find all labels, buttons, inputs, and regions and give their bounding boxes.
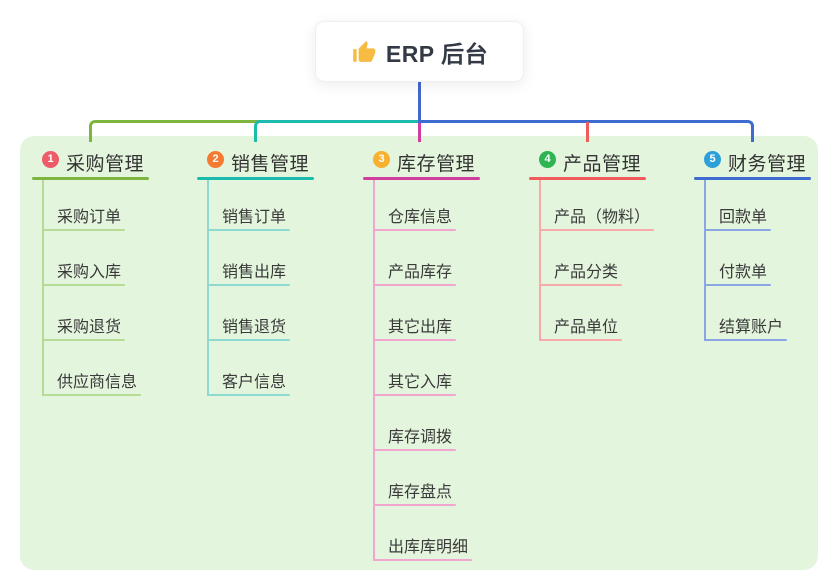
child-node[interactable]: 供应商信息 [42,372,141,396]
child-label: 采购入库 [57,263,122,281]
child-underline [704,284,771,286]
branch-badge: 5 [704,151,721,168]
child-label: 采购退货 [57,318,122,336]
child-label: 产品分类 [554,263,619,281]
child-node[interactable]: 出库库明细 [373,537,472,561]
child-underline [373,229,456,231]
child-node[interactable]: 采购入库 [42,262,125,286]
child-node[interactable]: 客户信息 [207,372,290,396]
child-node[interactable]: 其它出库 [373,317,456,341]
branch-underline [529,177,646,180]
branch-underline [32,177,149,180]
child-label: 供应商信息 [57,373,138,391]
child-node[interactable]: 回款单 [704,207,771,231]
branch-child-spine [704,180,706,341]
branch-title: 产品管理 [563,154,642,175]
child-label: 仓库信息 [388,208,453,226]
child-label: 出库库明细 [388,538,469,556]
child-label: 销售出库 [222,263,287,281]
child-underline [207,284,290,286]
branch-badge: 1 [42,151,59,168]
child-node[interactable]: 付款单 [704,262,771,286]
branch-header-3[interactable]: 3 库存管理 [363,146,480,180]
child-node[interactable]: 结算账户 [704,317,787,341]
group-background [20,136,818,570]
child-label: 回款单 [719,208,768,226]
root-label: ERP 后台 [385,40,489,67]
child-node[interactable]: 库存盘点 [373,482,456,506]
child-node[interactable]: 销售订单 [207,207,290,231]
child-underline [373,449,456,451]
branch-title: 采购管理 [66,154,145,175]
child-node[interactable]: 产品（物料） [539,207,654,231]
branch-title: 销售管理 [231,154,310,175]
child-underline [207,229,290,231]
child-underline [207,339,290,341]
child-label: 库存调拨 [388,428,453,446]
child-label: 销售订单 [222,208,287,226]
child-label: 客户信息 [222,373,287,391]
child-label: 结算账户 [719,318,784,336]
branch-child-spine [42,180,44,396]
branch-badge: 4 [539,151,556,168]
branch-title: 库存管理 [397,154,476,175]
connector-root-trunk [418,82,421,122]
branch-underline [363,177,480,180]
child-underline [539,339,622,341]
child-label: 采购订单 [57,208,122,226]
branch-child-spine [539,180,541,341]
branch-child-spine [207,180,209,396]
child-underline [42,229,125,231]
child-underline [704,339,787,341]
child-label: 其它入库 [388,373,453,391]
child-underline [373,339,456,341]
branch-underline [197,177,314,180]
child-label: 付款单 [719,263,768,281]
child-node[interactable]: 其它入库 [373,372,456,396]
branch-badge: 3 [373,151,390,168]
child-node[interactable]: 产品单位 [539,317,622,341]
child-node[interactable]: 销售退货 [207,317,290,341]
child-label: 销售退货 [222,318,287,336]
child-label: 其它出库 [388,318,453,336]
child-node[interactable]: 采购订单 [42,207,125,231]
child-label: 产品（物料） [554,208,651,226]
connector-branch-3 [418,122,421,142]
thumbs-up-icon [351,39,377,65]
connector-branch-5 [418,120,754,142]
branch-header-4[interactable]: 4 产品管理 [529,146,646,180]
branch-child-spine [373,180,375,561]
child-underline [42,284,125,286]
child-underline [539,229,654,231]
child-underline [373,504,456,506]
child-node[interactable]: 采购退货 [42,317,125,341]
child-underline [42,394,141,396]
child-label: 产品库存 [388,263,453,281]
child-node[interactable]: 销售出库 [207,262,290,286]
child-node[interactable]: 仓库信息 [373,207,456,231]
branch-header-1[interactable]: 1 采购管理 [32,146,149,180]
child-underline [373,559,472,561]
child-label: 产品单位 [554,318,619,336]
child-underline [373,394,456,396]
branch-underline [694,177,811,180]
connector-branch-2 [254,120,421,142]
child-underline [42,339,125,341]
child-underline [207,394,290,396]
child-label: 库存盘点 [388,483,453,501]
child-node[interactable]: 产品分类 [539,262,622,286]
connector-branch-4 [586,122,589,142]
child-underline [539,284,622,286]
child-node[interactable]: 产品库存 [373,262,456,286]
child-underline [373,284,456,286]
child-underline [704,229,771,231]
branch-title: 财务管理 [728,154,807,175]
branch-header-5[interactable]: 5 财务管理 [694,146,811,180]
root-node[interactable]: ERP 后台 [315,21,524,82]
branch-header-2[interactable]: 2 销售管理 [197,146,314,180]
branch-badge: 2 [207,151,224,168]
child-node[interactable]: 库存调拨 [373,427,456,451]
